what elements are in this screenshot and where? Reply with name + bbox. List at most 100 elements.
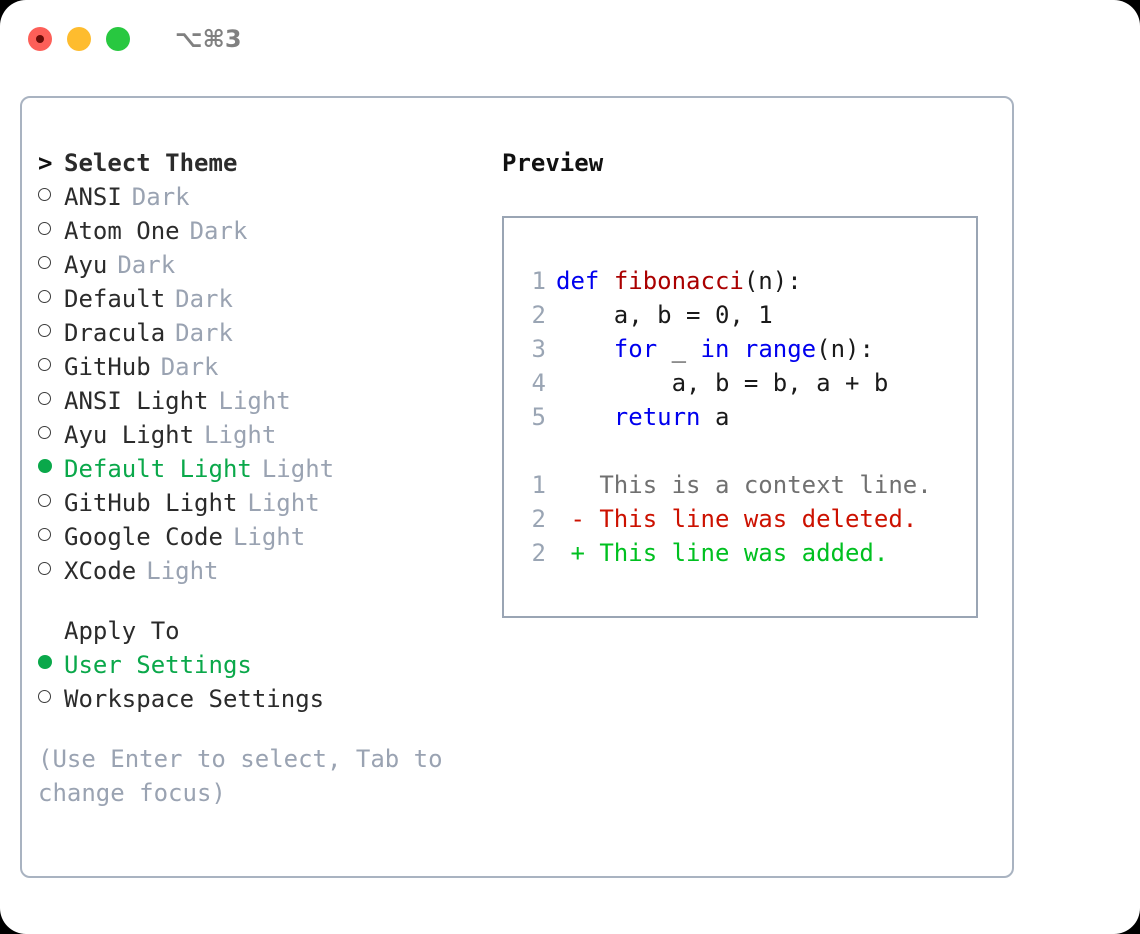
- diff-line-text: - This line was deleted.: [556, 505, 918, 533]
- code-diff-separator: [520, 434, 976, 468]
- theme-list-item[interactable]: Ayu Light Light: [38, 418, 488, 452]
- theme-name-label: Atom One: [64, 217, 180, 245]
- apply-to-header-label: Apply To: [64, 617, 180, 645]
- zoom-button-icon[interactable]: [106, 27, 130, 51]
- preview-box: 1 def fibonacci(n): 2 a, b = 0, 1 3 for _ i…: [502, 216, 978, 618]
- line-number: 5: [531, 403, 546, 431]
- traffic-lights: [28, 27, 130, 51]
- theme-variant-label: Light: [232, 523, 306, 551]
- code-token: a, b = b, a + b: [556, 369, 889, 397]
- close-button-icon[interactable]: [28, 27, 52, 51]
- radio-unselected-icon[interactable]: [38, 554, 64, 588]
- theme-list-item[interactable]: Google Code Light: [38, 520, 488, 554]
- theme-variant-label: Dark: [131, 183, 190, 211]
- code-token: [556, 403, 614, 431]
- line-number: 3: [531, 335, 546, 363]
- apply-to-header: Apply To: [38, 614, 488, 648]
- keyboard-hint-text: (Use Enter to select, Tab to change focu…: [38, 745, 443, 807]
- theme-list-item[interactable]: Dracula Dark: [38, 316, 488, 350]
- line-number: 2: [531, 505, 546, 533]
- code-line: 4 a, b = b, a + b: [520, 366, 976, 400]
- line-number: 1: [531, 471, 546, 499]
- diff-line: 2 - This line was deleted.: [520, 502, 976, 536]
- code-token: a, b = 0, 1: [556, 301, 773, 329]
- radio-unselected-icon[interactable]: [38, 180, 64, 214]
- keyboard-shortcut-label: ⌥⌘3: [175, 25, 242, 53]
- radio-unselected-icon[interactable]: [38, 248, 64, 282]
- code-token: (n):: [743, 267, 802, 295]
- theme-variant-label: Dark: [117, 251, 176, 279]
- code-token: fibonacci: [613, 267, 744, 295]
- radio-unselected-icon[interactable]: [38, 214, 64, 248]
- theme-list-item[interactable]: Atom One Dark: [38, 214, 488, 248]
- code-line: 5 return a: [520, 400, 976, 434]
- theme-variant-label: Light: [204, 421, 277, 449]
- code-token: in: [700, 335, 730, 363]
- line-number: 2: [531, 301, 546, 329]
- minimize-button-icon[interactable]: [67, 27, 91, 51]
- apply-to-label: User Settings: [64, 651, 252, 679]
- diff-line-text: This is a context line.: [556, 471, 932, 499]
- theme-list-item[interactable]: Default Dark: [38, 282, 488, 316]
- theme-name-label: ANSI Light: [64, 387, 209, 415]
- apply-to-item[interactable]: Workspace Settings: [38, 682, 488, 716]
- theme-name-label: GitHub: [64, 353, 151, 381]
- theme-name-label: Dracula: [64, 319, 166, 347]
- radio-unselected-icon[interactable]: [38, 282, 64, 316]
- code-token: [556, 335, 614, 363]
- theme-list-item[interactable]: ANSI Dark: [38, 180, 488, 214]
- theme-variant-label: Light: [247, 489, 320, 517]
- radio-unselected-icon[interactable]: [38, 350, 64, 384]
- diff-line: 1 This is a context line.: [520, 468, 976, 502]
- code-line: 1 def fibonacci(n):: [520, 264, 976, 298]
- code-token: range: [743, 335, 817, 363]
- theme-list-item[interactable]: Default Light Light: [38, 452, 488, 486]
- diff-line: 2 + This line was added.: [520, 536, 976, 570]
- radio-unselected-icon[interactable]: [38, 486, 64, 520]
- close-dot-icon: [36, 35, 44, 43]
- radio-unselected-icon[interactable]: [38, 316, 64, 350]
- radio-unselected-icon[interactable]: [38, 682, 64, 716]
- theme-list-header: > Select Theme: [38, 146, 488, 180]
- apply-to-label: Workspace Settings: [64, 685, 325, 713]
- preview-title: Preview: [502, 149, 604, 177]
- radio-selected-icon[interactable]: [38, 452, 64, 486]
- window-titlebar: ⌥⌘3: [0, 0, 1140, 78]
- diff-line-text: + This line was added.: [556, 539, 889, 567]
- theme-variant-label: Dark: [175, 285, 233, 313]
- theme-name-label: Default Light: [64, 455, 252, 483]
- theme-name-label: Google Code: [64, 523, 223, 551]
- code-token: [729, 335, 743, 363]
- code-token: def: [556, 267, 600, 295]
- code-line: 3 for _ in range(n):: [520, 332, 976, 366]
- theme-variant-label: Dark: [189, 217, 248, 245]
- radio-unselected-icon[interactable]: [38, 418, 64, 452]
- theme-list-item[interactable]: GitHub Light Light: [38, 486, 488, 520]
- code-token: a: [700, 403, 730, 431]
- line-number: 1: [531, 267, 546, 295]
- theme-name-label: ANSI: [64, 183, 122, 211]
- section-spacer: [38, 588, 488, 614]
- theme-name-label: GitHub Light: [64, 489, 238, 517]
- code-token: return: [613, 403, 701, 431]
- line-number: 4: [531, 369, 546, 397]
- theme-name-label: Ayu Light: [64, 421, 195, 449]
- radio-unselected-icon[interactable]: [38, 520, 64, 554]
- code-token: for: [613, 335, 658, 363]
- theme-variant-label: Light: [261, 455, 335, 483]
- radio-selected-icon[interactable]: [38, 648, 64, 682]
- theme-variant-label: Dark: [175, 319, 233, 347]
- theme-name-label: Default: [64, 285, 166, 313]
- diff-sample: 1 This is a context line.2 - This line w…: [520, 468, 976, 570]
- radio-unselected-icon[interactable]: [38, 384, 64, 418]
- code-token: _: [657, 335, 701, 363]
- apply-to-item[interactable]: User Settings: [38, 648, 488, 682]
